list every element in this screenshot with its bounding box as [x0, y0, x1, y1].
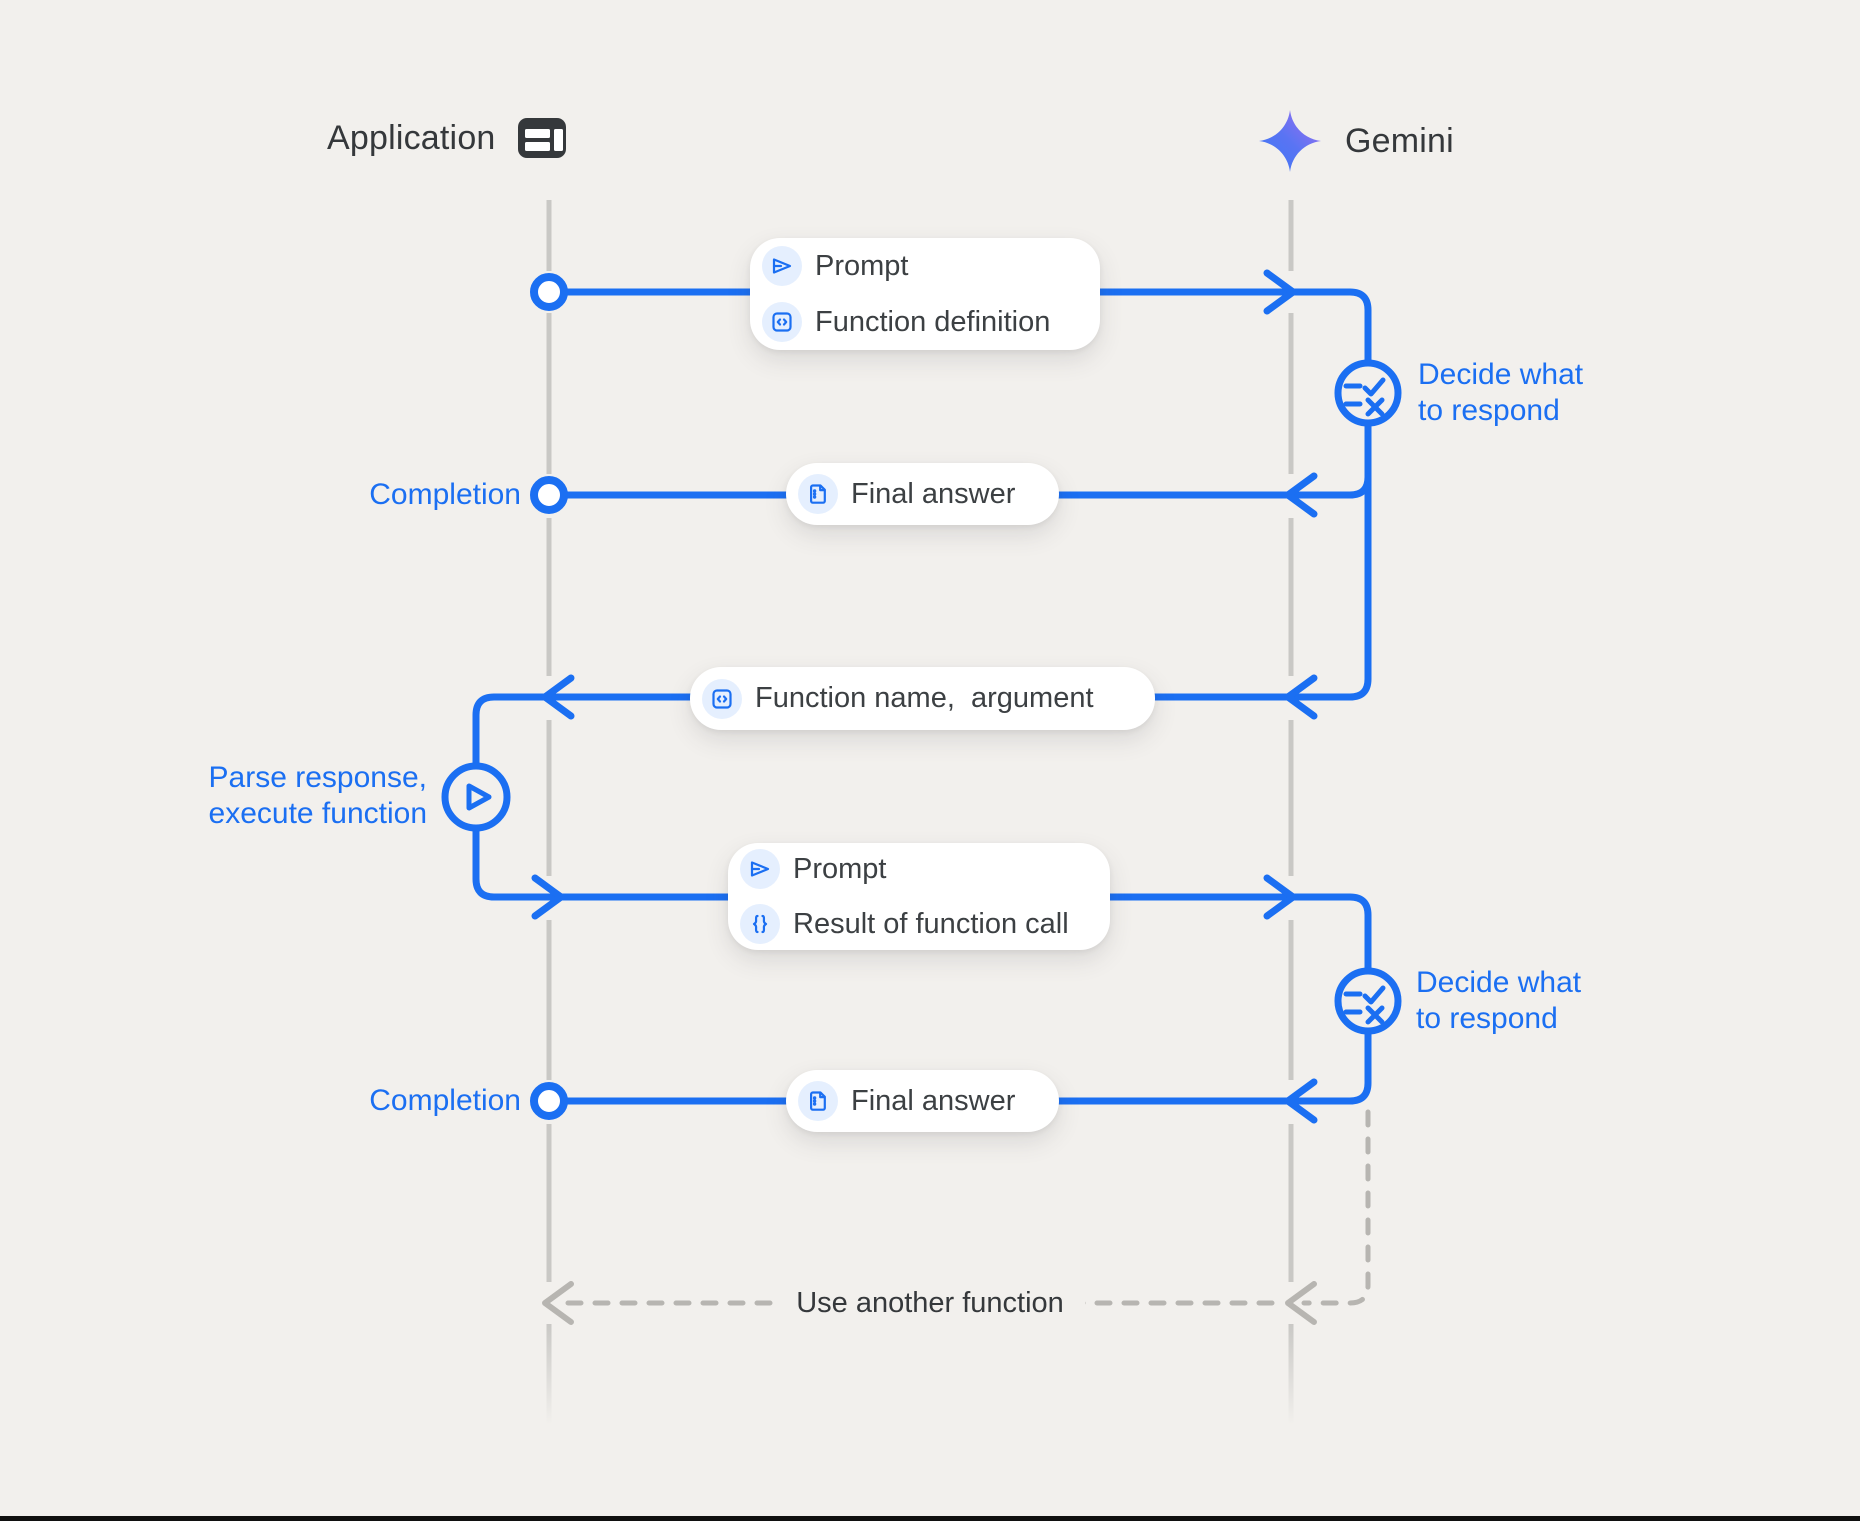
gemini-lifeline [1288, 200, 1294, 1425]
parse-execute-label: Parse response, execute function [208, 761, 427, 830]
use-another-function-label: Use another function [775, 1285, 1085, 1321]
message-row: Function definition [762, 302, 1100, 342]
arrowhead-left [1284, 1078, 1318, 1124]
decide-label-1: Decide what to respond [1418, 358, 1584, 427]
code-brackets-icon [762, 302, 802, 342]
rule-check-icon [1343, 377, 1386, 417]
document-icon [798, 1081, 838, 1121]
message-row: Prompt [762, 246, 1100, 286]
application-lifeline [546, 200, 552, 1425]
message-label: Function name, argument [755, 682, 1094, 714]
arrowhead-right [1263, 269, 1297, 315]
message-box-prompt-function-definition: Prompt Function definition [750, 238, 1100, 350]
message-label: Result of function call [793, 907, 1069, 940]
message-label: Function definition [815, 305, 1051, 338]
gemini-title: Gemini [1345, 121, 1454, 160]
endpoint-circles [530, 273, 568, 1120]
message-label: Final answer [851, 1084, 1016, 1117]
decide-label-2: Decide what to respond [1416, 966, 1582, 1035]
completion-circle [530, 476, 568, 514]
rule-check-icon [1343, 985, 1386, 1025]
send-icon [762, 246, 802, 286]
curly-braces-icon [740, 904, 780, 944]
flow-final-answer1-branch [545, 473, 1372, 499]
arrowhead-left [541, 674, 575, 720]
arrowhead-right [1263, 874, 1297, 920]
decide-node-1 [1334, 359, 1402, 427]
completion-label-2: Completion [369, 1084, 521, 1117]
gemini-actor-header: Gemini [1259, 110, 1454, 172]
code-brackets-icon [702, 678, 742, 719]
message-box-prompt-result: Prompt Result of function call [728, 843, 1110, 950]
message-label: Prompt [793, 852, 887, 885]
message-box-function-name-argument: Function name, argument [690, 667, 1155, 730]
message-row: Result of function call [740, 904, 1110, 944]
message-row: Final answer [798, 1081, 1059, 1121]
message-row: Function name, argument [702, 678, 1155, 719]
start-circle [530, 273, 568, 311]
completion-label-1: Completion [369, 478, 521, 511]
bottom-border-bar [0, 1516, 1860, 1521]
completion-circle [530, 1082, 568, 1120]
parse-execute-node [441, 762, 511, 832]
message-label: Final answer [851, 477, 1016, 510]
arrowhead-left [1284, 674, 1318, 720]
window-layout-icon [517, 118, 566, 158]
application-actor-header: Application [327, 118, 566, 158]
message-label: Prompt [815, 249, 909, 282]
gemini-sparkle-icon [1259, 110, 1321, 172]
arrowhead-left [1284, 472, 1318, 518]
message-row: Prompt [740, 849, 1110, 889]
message-row: Final answer [798, 474, 1059, 514]
decide-node-2 [1334, 967, 1402, 1035]
send-icon [740, 849, 780, 889]
application-title: Application [327, 118, 496, 157]
play-icon [466, 783, 492, 811]
message-box-final-answer-2: Final answer [786, 1070, 1059, 1132]
document-icon [798, 474, 838, 514]
arrowhead-right [531, 874, 565, 920]
use-another-function-path [542, 1109, 1371, 1325]
message-box-final-answer-1: Final answer [786, 463, 1059, 525]
